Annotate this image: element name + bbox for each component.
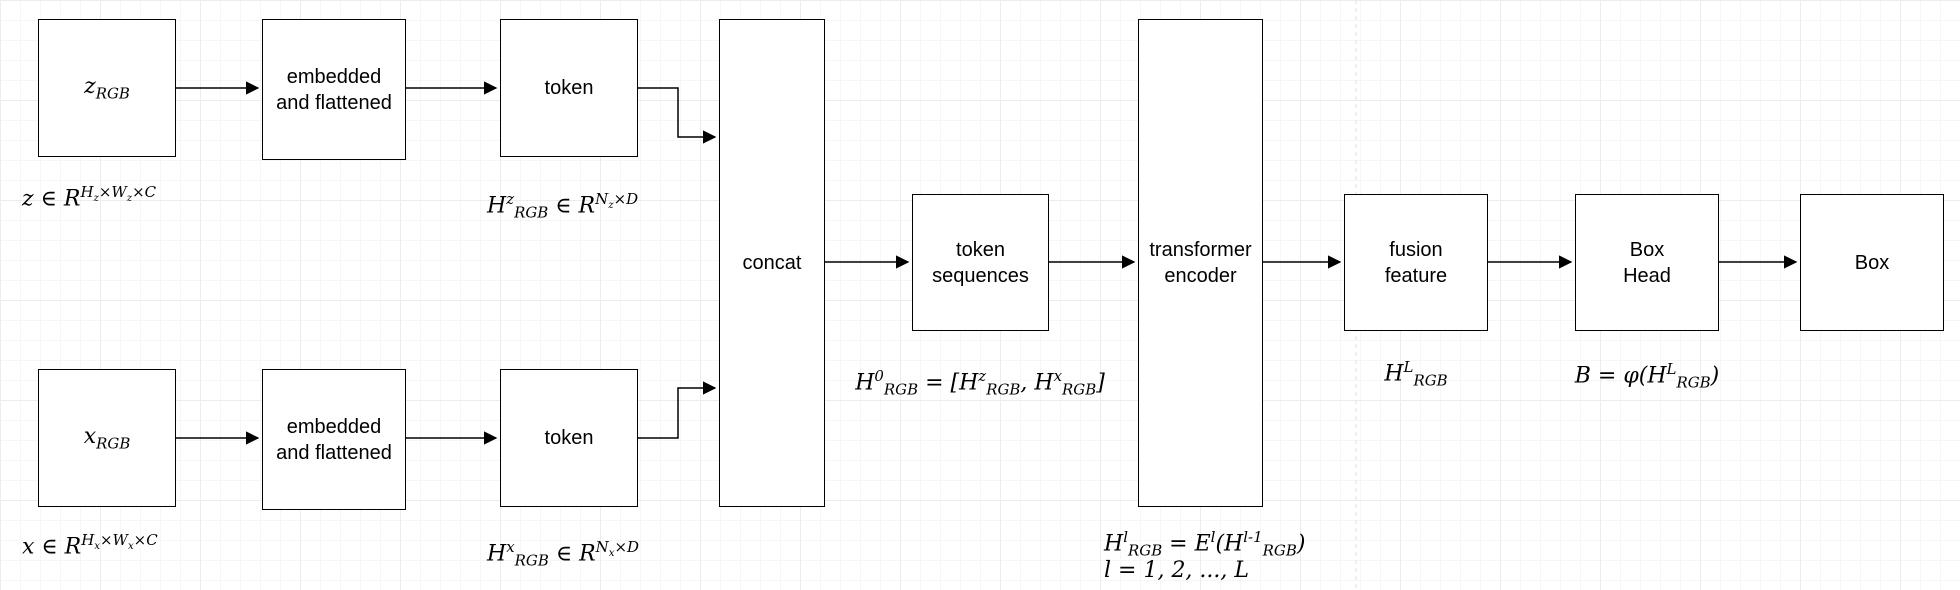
node-embed-flatten-top: embedded and flattened (262, 19, 406, 160)
arrow-token-bottom-to-concat (638, 381, 717, 439)
node-fusion-feature: fusion feature (1344, 194, 1488, 331)
node-z-rgb: zRGB (38, 19, 176, 157)
label-h-z-token: HzRGB ∈ RNz×D (487, 190, 639, 222)
node-embed-flatten-bottom-label: embedded and flattened (276, 415, 392, 464)
label-hL-fused: HLRGB (1384, 358, 1448, 390)
label-h-x-token: HxRGB ∈ RNx×D (487, 538, 640, 570)
node-embed-flatten-bottom: embedded and flattened (262, 369, 406, 510)
node-fusion-feature-label: fusion feature (1384, 238, 1448, 287)
node-x-rgb-label: xRGB (83, 423, 131, 453)
node-x-rgb: xRGB (38, 369, 176, 507)
node-z-rgb-label: zRGB (84, 73, 130, 103)
node-token-bottom-label: token (544, 427, 594, 449)
node-box-head-label: Box Head (1623, 238, 1671, 287)
label-hl-equation: HlRGB = El(Hl-1RGB) (1104, 528, 1306, 560)
label-l-range: l = 1, 2, ..., L (1104, 558, 1249, 583)
node-concat-label: concat (742, 252, 802, 274)
label-h0-equation: H0RGB = [HzRGB, HxRGB] (855, 367, 1105, 399)
node-embed-flatten-top-label: embedded and flattened (276, 65, 392, 114)
node-token-top-label: token (544, 77, 594, 99)
node-token-top: token (500, 19, 638, 157)
node-transformer-encoder-label: transformer encoder (1149, 239, 1252, 287)
label-box-equation: B = φ(HLRGB) (1574, 360, 1720, 392)
label-x-dimension: x ∈ RHx×Wx×C (22, 531, 158, 560)
node-token-sequences: token sequences (912, 194, 1049, 331)
node-transformer-encoder: transformer encoder (1138, 19, 1263, 507)
node-token-bottom: token (500, 369, 638, 507)
node-box-output: Box (1800, 194, 1944, 331)
node-concat: concat (719, 19, 825, 507)
node-box-head: Box Head (1575, 194, 1719, 331)
node-box-output-label: Box (1854, 251, 1890, 274)
label-z-dimension: z ∈ RHz×Wz×C (22, 183, 157, 212)
arrow-token-top-to-concat (638, 87, 717, 144)
node-token-sequences-label: token sequences (932, 238, 1029, 287)
